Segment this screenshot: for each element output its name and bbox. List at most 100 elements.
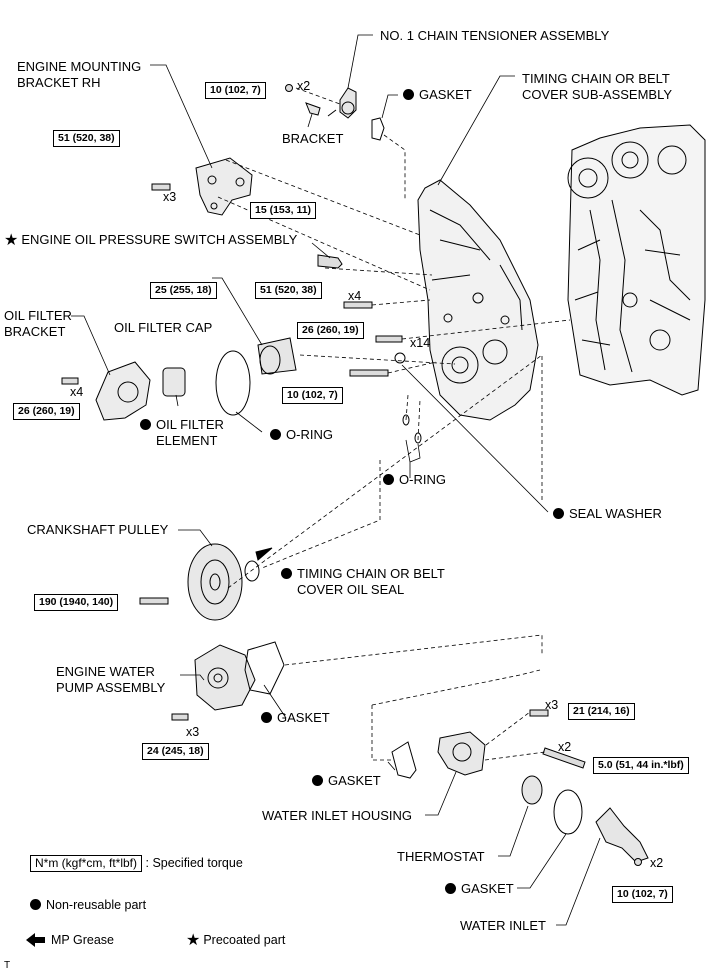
legend-torque-box: N*m (kgf*cm, ft*lbf) [30,855,143,872]
non-reusable-dot-icon [445,883,456,894]
legend-mp-grease-text: MP Grease [51,933,114,947]
legend-non-reusable: Non-reusable part [30,897,146,913]
footer-code: T [4,960,11,971]
label-seal-washer-text: SEAL WASHER [569,506,662,521]
legend-precoated-text: Precoated part [203,933,286,947]
water-inlet-housing-part [437,731,486,776]
torque-box: 26 (260, 19) [13,403,80,420]
quantity-label: x2 [297,79,311,93]
label-gasket-pump: GASKET [261,710,330,726]
torque-box: 10 (102, 7) [282,387,343,404]
quantity-label: x14 [410,336,431,350]
torque-box: 15 (153, 11) [250,202,317,219]
non-reusable-dot-icon [281,568,292,579]
torque-box: 51 (520, 38) [255,282,322,299]
quantity-label: x3 [186,725,200,739]
bolt-pump-x3 [171,713,189,721]
chain-tensioner [327,87,357,119]
mp-grease-arrow-tail [35,937,45,943]
bolt-cover-x4 [343,301,373,309]
torque-box: 10 (102, 7) [205,82,266,99]
label-oil-filter-cap: OIL FILTER CAP [114,320,213,335]
legend-non-reusable-text: Non-reusable part [46,898,147,912]
torque-box: 24 (245, 18) [142,743,209,760]
label-gasket-top-text: GASKET [419,87,472,102]
label-cover-oil-seal: TIMING CHAIN OR BELT COVER OIL SEAL [281,566,445,598]
torque-box: 26 (260, 19) [297,322,364,339]
oil-pressure-switch [317,254,343,269]
quantity-label: x3 [163,190,177,204]
label-gasket-pump-text: GASKET [277,710,330,725]
thermostat-gasket-part [553,789,583,835]
torque-box: 21 (214, 16) [568,703,635,720]
crank-bolt [139,597,169,605]
label-bracket: BRACKET [282,131,344,146]
label-water-pump: ENGINE WATER PUMP ASSEMBLY [56,664,166,695]
mp-grease-arrow-icon [26,933,35,947]
bolt-top-x2 [285,84,293,92]
non-reusable-dot-icon [261,712,272,723]
label-oil-pressure-switch: ★ENGINE OIL PRESSURE SWITCH ASSEMBLY [4,232,297,249]
quantity-label: x2 [558,740,572,754]
bolt-filter-x4 [61,377,79,385]
label-seal-washer: SEAL WASHER [553,506,662,522]
torque-box: 51 (520, 38) [53,130,120,147]
bolt-inlet-x3 [529,709,549,717]
legend-precoated: ★Precoated part [186,932,285,949]
grease-arrow-icon [255,547,273,561]
o-ring-filter-part [215,350,251,416]
seal-washer-part [394,352,406,364]
label-gasket-top: GASKET [403,87,472,103]
torque-box: 25 (255, 18) [150,282,217,299]
quantity-label: x3 [545,698,559,712]
bolt-cover-long [349,369,389,377]
label-no1-chain-tensioner: NO. 1 CHAIN TENSIONER ASSEMBLY [380,28,610,43]
non-reusable-dot-icon [403,89,414,100]
oil-seal-part [244,560,260,582]
torque-box: 5.0 (51, 44 in.*lbf) [593,757,689,774]
quantity-label: x4 [348,289,362,303]
bolt-cover-x14 [375,335,403,343]
quantity-label: x2 [650,856,664,870]
precoated-star-icon: ★ [186,932,201,949]
oil-filter-element-part [162,367,186,397]
crankshaft-pulley-part [187,543,243,621]
legend-torque-text: : Specified torque [145,856,243,870]
engine-mounting-bracket [195,157,253,216]
legend-mp-grease: MP Grease [26,932,114,948]
non-reusable-dot-icon [270,429,281,440]
oil-filter-bracket-part [95,361,151,421]
label-o-ring-cover-text: O-RING [399,472,446,487]
label-o-ring-cover: O-RING [383,472,446,488]
non-reusable-dot-icon [312,775,323,786]
tensioner-gasket [371,117,385,141]
precoated-star-icon: ★ [4,232,19,249]
nut-inlet-x2 [634,858,642,866]
label-water-inlet-housing: WATER INLET HOUSING [262,808,412,823]
quantity-label: x4 [70,385,84,399]
non-reusable-dot-icon [30,899,41,910]
label-gasket-inlet-housing: GASKET [312,773,381,789]
torque-box: 10 (102, 7) [612,886,673,903]
label-oil-filter-bracket: OIL FILTER BRACKET [4,308,72,339]
label-cover-oil-seal-text: TIMING CHAIN OR BELT COVER OIL SEAL [297,566,445,597]
label-gasket-thermostat: GASKET [445,881,514,897]
torque-box: 190 (1940, 140) [34,594,119,611]
water-inlet-part [595,807,649,863]
label-engine-mounting-bracket: ENGINE MOUNTING BRACKET RH [17,59,142,90]
non-reusable-dot-icon [383,474,394,485]
bolt-bracket-x3 [151,183,171,191]
tensioner-bracket [305,102,321,116]
label-oil-filter-element-text: OIL FILTER ELEMENT [156,417,224,448]
label-o-ring-filter: O-RING [270,427,333,443]
label-gasket-thermostat-text: GASKET [461,881,514,896]
water-pump-part [194,644,256,711]
oil-filter-cap-part [257,337,297,375]
o-ring-cover-1 [402,414,410,426]
label-crankshaft-pulley: CRANKSHAFT PULLEY [27,522,169,537]
timing-chain-cover [417,179,539,421]
engine-block [567,124,706,396]
legend-torque: N*m (kgf*cm, ft*lbf) : Specified torque [30,855,243,872]
thermostat-part [521,775,543,805]
